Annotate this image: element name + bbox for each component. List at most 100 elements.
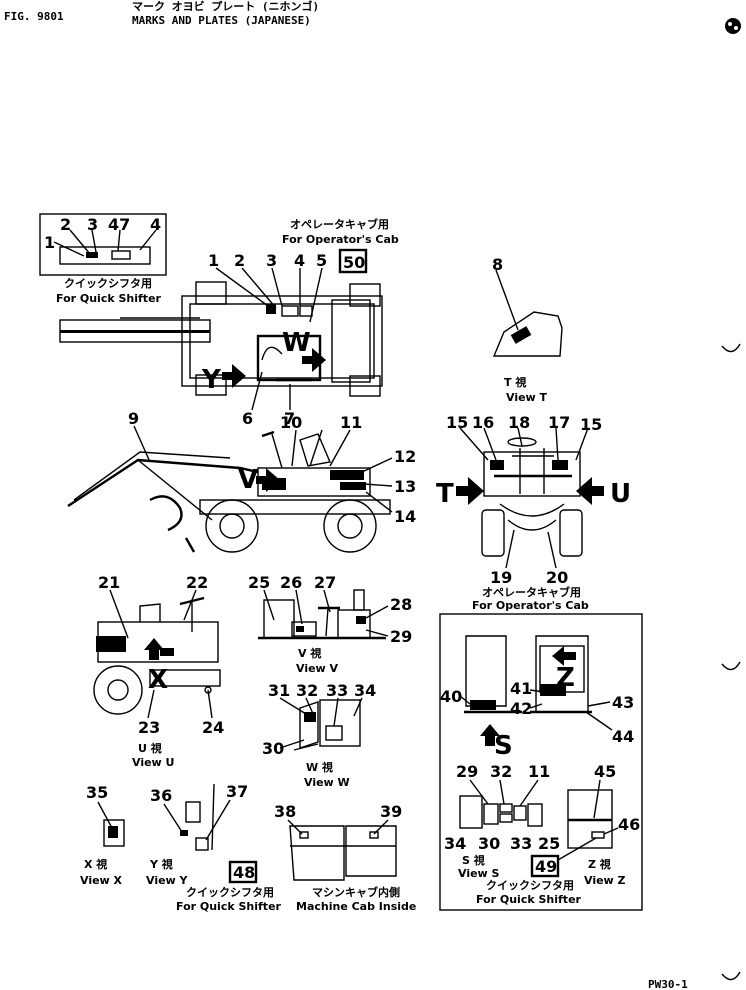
caption-view-s-jp: S 視 [462,853,485,867]
callout-33-w: 33 [326,681,348,700]
callout-30-s: 30 [478,834,500,853]
callout-37: 37 [226,782,248,801]
caption-view-z-jp: Z 視 [588,857,611,871]
callout-1-top: 1 [208,251,219,270]
corner-stamp-icon [725,18,741,34]
caption-view-y: View Y [146,874,189,887]
callout-9: 9 [128,409,139,428]
leader-49 [557,837,597,861]
caption-operator-cab-side: For Operator's Cab [472,599,589,612]
callout-44: 44 [612,727,634,746]
callout-3: 3 [87,215,98,234]
callout-48: 48 [233,863,255,882]
machine-top-view [59,267,383,411]
callout-13: 13 [394,477,416,496]
callout-21: 21 [98,573,120,592]
callout-34-w: 34 [354,681,376,700]
quick-shifter-box [439,613,643,911]
callout-38: 38 [274,802,296,821]
title-en: MARKS AND PLATES (JAPANESE) [132,14,311,27]
caption-machine-cab: Machine Cab Inside [296,900,416,913]
callout-11-s: 11 [528,762,550,781]
callout-10: 10 [280,413,302,432]
callout-22: 22 [186,573,208,592]
caption-quick-shifter-sz: For Quick Shifter [476,893,582,906]
callout-40: 40 [440,687,462,706]
callout-20: 20 [546,568,568,587]
caption-view-x-jp: X 視 [84,857,107,871]
caption-view-u-jp: U 視 [138,741,162,755]
machine-cab-inside-drawing [287,819,397,881]
callout-45: 45 [594,762,616,781]
caption-view-v: View V [296,662,339,675]
caption-quick-shifter-jp: クイックシフタ用 [64,277,152,290]
view-t-drawing [492,269,563,357]
callout-32-w: 32 [296,681,318,700]
callout-49: 49 [535,857,557,876]
callout-12: 12 [394,447,416,466]
view-z-parts [567,779,619,849]
caption-operator-cab-jp-top: オペレータキャブ用 [290,217,389,231]
callout-35: 35 [86,783,108,802]
callout-39: 39 [380,802,402,821]
caption-quick-shifter-y: For Quick Shifter [176,900,282,913]
callout-11: 11 [340,413,362,432]
callout-30-w: 30 [262,739,284,758]
callout-16: 16 [472,413,494,432]
callout-4-top: 4 [294,251,305,270]
callout-box-50 [338,248,368,274]
callout-7: 7 [284,409,295,428]
callout-25-v: 25 [248,573,270,592]
page-code: PW30-1 [648,978,688,990]
view-letter-x: X [148,665,168,695]
caption-view-w: View W [304,776,350,789]
view-letter-y: Y [201,365,222,395]
callout-14: 14 [394,507,416,526]
caption-operator-cab-top: For Operator's Cab [282,233,399,246]
caption-view-y-jp: Y 視 [149,857,173,871]
caption-quick-shifter: For Quick Shifter [56,292,162,305]
fig-number: FIG. 9801 [4,10,64,23]
callout-41: 41 [510,679,532,698]
caption-view-s: View S [458,867,500,880]
callout-2: 2 [60,215,71,234]
view-x-drawing [97,801,125,847]
title-jp: マーク オヨビ プレート (ニホンゴ) [132,0,319,13]
caption-view-u: View U [132,756,174,769]
caption-quick-shifter-jp-y: クイックシフタ用 [186,886,274,899]
callout-29-v: 29 [390,627,412,646]
callout-43: 43 [612,693,634,712]
callout-46: 46 [618,815,640,834]
view-s-parts [459,779,543,829]
callout-33-s: 33 [510,834,532,853]
callout-27: 27 [314,573,336,592]
view-letter-t: T [436,479,454,509]
operator-cab-rear-view [456,427,604,569]
callout-29-s: 29 [456,762,478,781]
callout-19: 19 [490,568,512,587]
callout-3-top: 3 [266,251,277,270]
callout-17: 17 [548,413,570,432]
caption-view-w-jp: W 視 [306,760,333,774]
binder-hole-marks [721,343,741,981]
caption-view-v-jp: V 視 [298,646,321,660]
caption-view-t-jp: T 視 [504,375,526,389]
caption-quick-shifter-jp-sz: クイックシフタ用 [486,879,574,892]
callout-2-top: 2 [234,251,245,270]
quick-shifter-inset: 2 3 47 4 1 [39,213,167,276]
callout-18: 18 [508,413,530,432]
caption-view-x: View X [80,874,123,887]
callout-box-49 [530,854,560,878]
callout-47: 47 [108,215,130,234]
callout-15-left: 15 [446,413,468,432]
view-letter-z: Z [556,663,575,693]
callout-23: 23 [138,718,160,737]
callout-1: 1 [44,233,55,252]
view-v-drawing [258,589,389,640]
callout-box-48 [228,860,258,884]
caption-operator-cab-jp-side: オペレータキャブ用 [482,585,581,599]
callout-8: 8 [492,255,503,274]
callout-6: 6 [242,409,253,428]
callout-28: 28 [390,595,412,614]
